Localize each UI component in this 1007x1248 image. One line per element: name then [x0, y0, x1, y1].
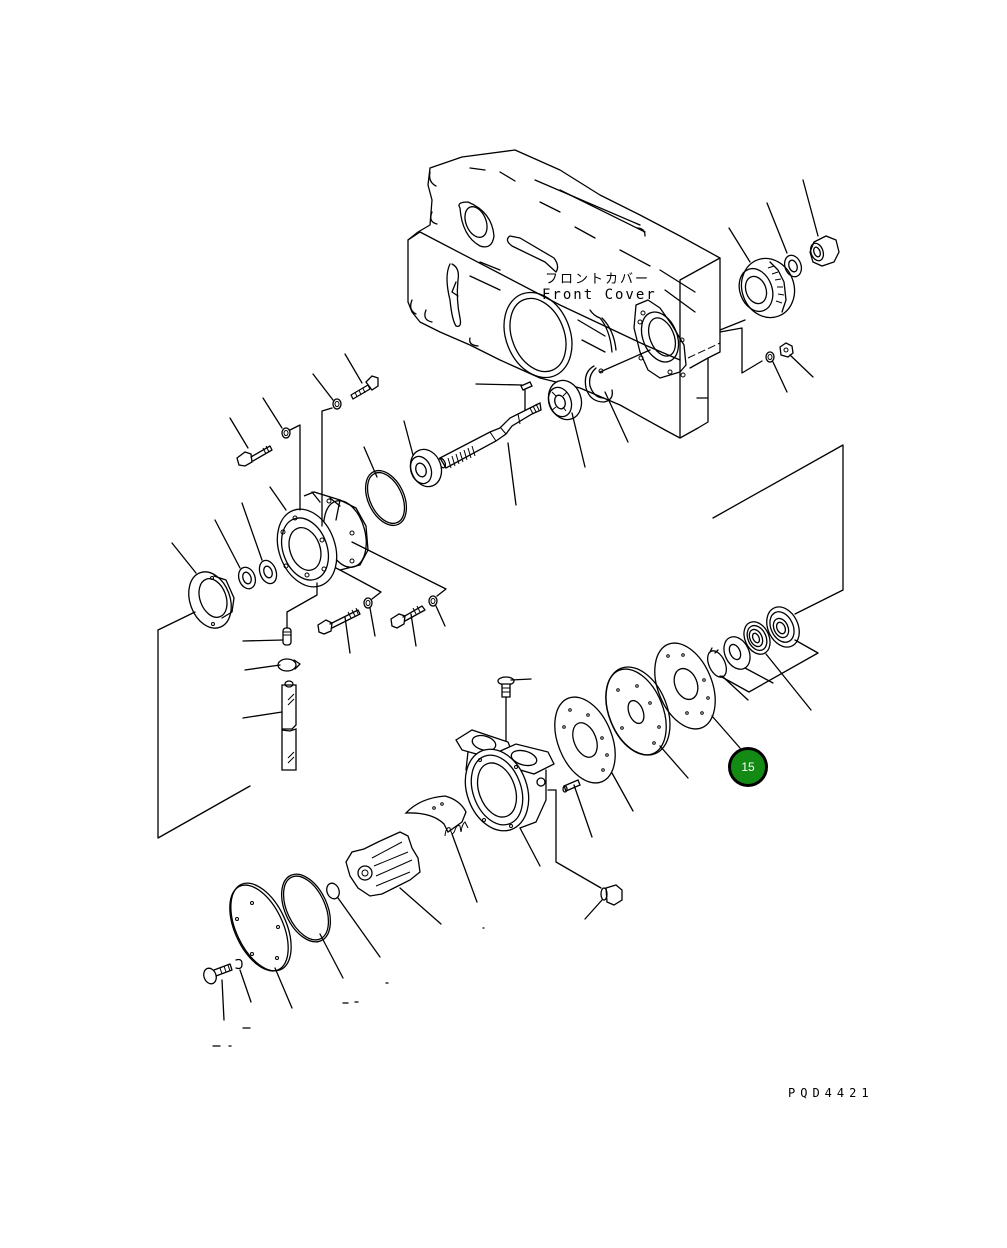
key	[475, 381, 533, 411]
washer-3	[339, 569, 382, 637]
front-cover	[407, 149, 721, 439]
drain-plug	[547, 789, 623, 920]
front-cover-label-jp: フロントカバー	[545, 272, 651, 287]
fitting	[242, 582, 318, 646]
washer-1	[262, 397, 301, 511]
front-cover-label-en: Front Cover	[542, 287, 657, 303]
end-cover	[229, 882, 293, 1009]
bolt-1	[229, 417, 273, 467]
cover-bolt	[203, 963, 233, 1021]
cam	[404, 795, 478, 903]
o-ring-housing	[363, 446, 408, 527]
part-callout-badge[interactable]: 15	[728, 747, 768, 787]
pump-bracket	[269, 486, 369, 588]
bolt-4	[390, 605, 426, 647]
mech-seal-1	[743, 621, 812, 711]
small-nut	[779, 342, 814, 378]
drive-gear	[728, 227, 796, 319]
washer-4	[351, 541, 447, 627]
seal-washer	[723, 636, 774, 684]
plug-small	[326, 882, 381, 958]
oil-seal-2	[241, 502, 278, 585]
plug-top	[497, 676, 532, 759]
impeller	[345, 831, 442, 925]
leader-line	[599, 349, 651, 373]
snap-ring	[584, 365, 629, 443]
drawing-code: PQD4421	[788, 1086, 874, 1100]
pump-body	[455, 729, 555, 867]
bolt-3	[317, 607, 361, 654]
pin	[562, 779, 593, 838]
wear-plate	[605, 666, 689, 779]
shaft	[437, 402, 542, 506]
seal-flange	[157, 542, 251, 839]
gasket-15	[654, 642, 741, 749]
washer-top	[766, 202, 803, 278]
nut-top	[802, 179, 840, 267]
gasket-1	[554, 696, 634, 812]
mech-seal-2	[712, 444, 844, 693]
lock-washer	[235, 958, 252, 1003]
bearing-left	[403, 420, 443, 488]
clamp	[244, 658, 301, 672]
bolt-2	[344, 353, 379, 400]
oil-seal-1	[214, 519, 257, 590]
washer-2	[312, 373, 342, 527]
small-washer	[765, 351, 788, 393]
o-ring-cover	[280, 873, 344, 979]
hose	[242, 680, 297, 771]
bearing-right	[547, 379, 586, 468]
